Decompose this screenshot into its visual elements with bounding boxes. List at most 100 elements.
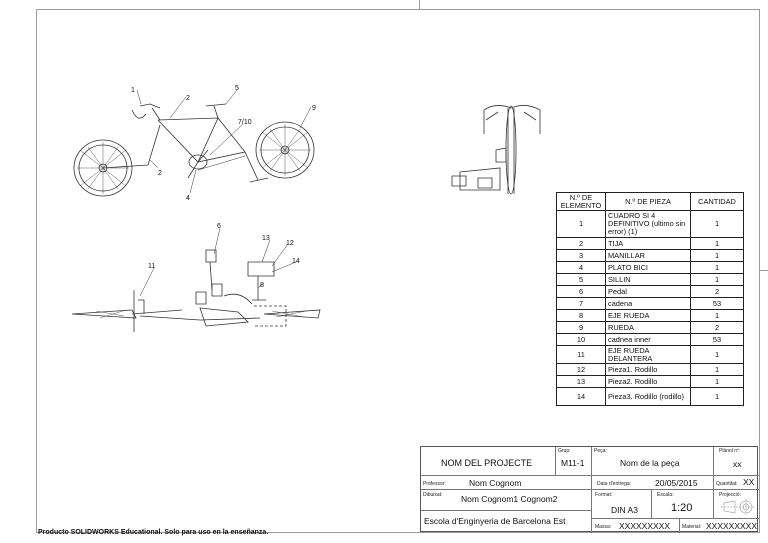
bom-cell-quantity: 1 (690, 387, 744, 406)
bom-cell-part: MANILLAR (605, 249, 691, 262)
bom-cell-quantity: 2 (690, 321, 744, 334)
callout-label: 5 (235, 85, 239, 92)
frame-tick (760, 270, 768, 271)
data-label: Data d'entrega: (597, 481, 632, 487)
grup-value: M11-1 (561, 458, 585, 468)
bicycle-side-view (71, 249, 321, 332)
callout-label: 6 (217, 223, 221, 230)
bom-cell-part: cadena (605, 297, 691, 310)
bom-cell-part: Pieza2. Rodillo (605, 375, 691, 388)
bom-cell-quantity: 1 (690, 363, 744, 376)
bicycle-isometric-view (73, 103, 315, 197)
bom-cell-element: 13 (556, 375, 606, 388)
bom-cell-part: CUADRO SI 4 DEFINITIVO (ultimo sin error… (605, 210, 691, 238)
material-value: XXXXXXXXX (706, 521, 758, 531)
callout-label: 8 (260, 282, 264, 289)
bom-cell-quantity: 1 (690, 210, 744, 238)
bom-cell-quantity: 1 (690, 249, 744, 262)
callout-label: 7/10 (238, 119, 252, 126)
bom-cell-quantity: 1 (690, 273, 744, 286)
format-value: DIN A3 (611, 505, 638, 515)
title-block: NOM DEL PROJECTE Grup: M11-1 Peça: Nom d… (420, 446, 759, 533)
bom-cell-element: 8 (556, 309, 606, 322)
peca-value: Nom de la peça (620, 458, 680, 468)
bom-cell-element: 3 (556, 249, 606, 262)
bom-cell-part: cadnea inner (605, 333, 691, 346)
bom-cell-element: 1 (556, 210, 606, 238)
callout-label: 2 (186, 95, 190, 102)
callout-label: 4 (186, 195, 190, 202)
bom-cell-quantity: 1 (690, 237, 744, 250)
bom-cell-element: 5 (556, 273, 606, 286)
frame-tick (419, 0, 420, 9)
bom-cell-quantity: 2 (690, 285, 744, 298)
professor-value: Nom Cognom (469, 478, 522, 488)
projeccio-label: Projecció: (719, 492, 741, 498)
planol-value: xx (733, 459, 742, 469)
data-value: 20/05/2015 (655, 478, 698, 488)
bom-cell-part: Pieza1. Rodillo (605, 363, 691, 376)
bom-cell-part: TIJA (605, 237, 691, 250)
bom-cell-quantity: 53 (690, 297, 744, 310)
escala-value: 1:20 (671, 502, 693, 514)
callout-label: 14 (292, 258, 300, 265)
bom-cell-element: 10 (556, 333, 606, 346)
peca-label: Peça: (594, 448, 607, 454)
bom-header-element: N.º DE ELEMENTO (556, 192, 606, 211)
bom-cell-element: 2 (556, 237, 606, 250)
escala-label: Escala: (657, 492, 674, 498)
format-label: Format: (595, 492, 613, 498)
bom-cell-part: RUEDA (605, 321, 691, 334)
school-name: Escola d'Enginyeria de Barcelona Est (424, 516, 566, 526)
bom-cell-quantity: 53 (690, 333, 744, 346)
bom-cell-quantity: 1 (690, 375, 744, 388)
bom-cell-part: PLATO BICI (605, 261, 691, 274)
bom-cell-element: 9 (556, 321, 606, 334)
bom-cell-quantity: 1 (690, 345, 744, 364)
bom-cell-element: 4 (556, 261, 606, 274)
bom-cell-element: 12 (556, 363, 606, 376)
callout-label: 2 (158, 170, 162, 177)
bom-header-part: N.º DE PIEZA (605, 192, 691, 211)
bom-cell-part: Pedal (605, 285, 691, 298)
watermark-footer: Producto SOLIDWORKS Educational. Solo pa… (38, 529, 269, 536)
bom-cell-quantity: 1 (690, 261, 744, 274)
bom-cell-element: 14 (556, 387, 606, 406)
bom-cell-element: 6 (556, 285, 606, 298)
quantitat-value: XX (743, 477, 755, 487)
callout-label: 13 (262, 235, 270, 242)
bom-cell-quantity: 1 (690, 309, 744, 322)
bom-cell-part: EJE RUEDA DELANTERA (605, 345, 691, 364)
material-label: Material: (682, 524, 702, 530)
professor-label: Professor: (423, 481, 446, 487)
dibuixat-label: Dibuixat: (423, 492, 443, 498)
bom-cell-part: SILLIN (605, 273, 691, 286)
massa-label: Massa: (595, 524, 612, 530)
quantitat-label: Quantitat: (716, 481, 738, 487)
callout-label: 9 (312, 105, 316, 112)
project-name: NOM DEL PROJECTE (441, 458, 533, 468)
bom-cell-element: 7 (556, 297, 606, 310)
planol-label: Plànol nº: (719, 448, 741, 454)
massa-value: XXXXXXXXX (619, 521, 671, 531)
bom-header-quantity: CANTIDAD (690, 192, 744, 211)
callout-label: 12 (286, 240, 294, 247)
bom-cell-element: 11 (556, 345, 606, 364)
callout-label: 1 (131, 87, 135, 94)
